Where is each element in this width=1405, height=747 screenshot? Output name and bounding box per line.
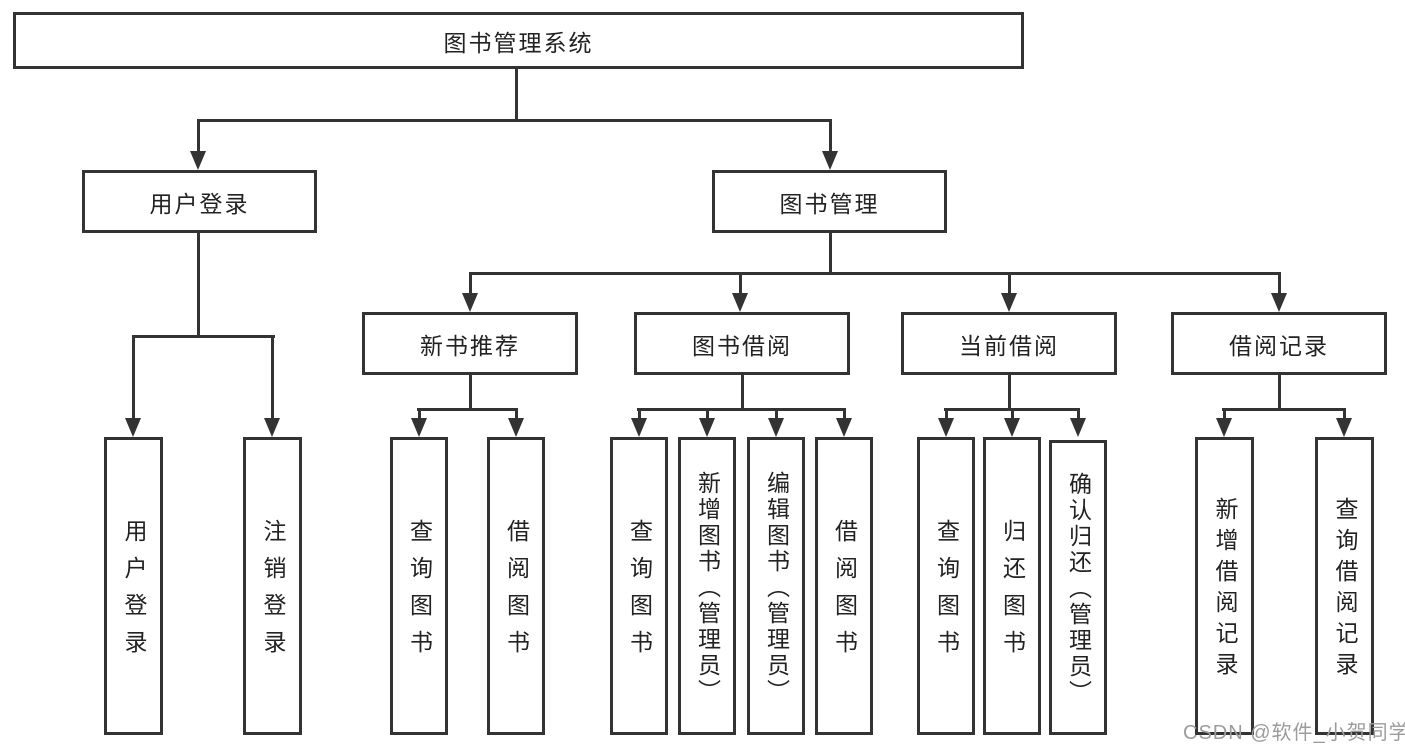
arrowhead-cb-confirm-icon <box>1070 418 1086 437</box>
leaf-user-login: 用户登录 <box>104 437 163 735</box>
leaf-current-confirm-return-admin: 确认归还（管理员） <box>1049 440 1107 735</box>
leaf-current-return-books: 归还图书 <box>983 437 1041 735</box>
arrowhead-br-add-icon <box>1216 418 1232 437</box>
arrowhead-cb-return-icon <box>1004 418 1020 437</box>
connector-drop-cb-query <box>945 408 948 420</box>
connector-book-management-branch <box>469 272 1281 275</box>
arrowhead-bb-edit-icon <box>768 418 784 437</box>
leaf-borrow-edit-books-admin: 编辑图书（管理员） <box>747 437 805 735</box>
watermark: CSDN @软件_小贺同学 <box>1183 722 1405 744</box>
connector-user-login-branch <box>132 335 275 338</box>
node-user-login-label: 用户登录 <box>149 190 250 217</box>
arrowhead-leaf-user-login-icon <box>125 418 141 437</box>
node-current-borrowing: 当前借阅 <box>901 312 1117 375</box>
node-user-login: 用户登录 <box>82 170 317 233</box>
leaf-current-confirm-return-admin-label: 确认归还（管理员） <box>1065 472 1092 706</box>
leaf-newbook-query-books: 查询图书 <box>390 437 448 735</box>
leaf-newbook-borrow-books-label: 借阅图书 <box>503 519 530 667</box>
leaf-logout-label: 注销登录 <box>260 519 286 667</box>
arrowhead-new-book-recommend-icon <box>462 293 478 312</box>
leaf-logout: 注销登录 <box>243 437 302 735</box>
connector-new-book-stem <box>469 375 472 411</box>
leaf-borrow-edit-books-admin-label: 编辑图书（管理员） <box>763 470 790 705</box>
connector-current-borrowing-stem <box>1008 375 1011 411</box>
node-book-borrowing-label: 图书借阅 <box>692 332 792 359</box>
arrowhead-br-query-icon <box>1336 418 1352 437</box>
node-current-borrowing-label: 当前借阅 <box>959 332 1059 359</box>
connector-book-management-stem <box>829 233 832 275</box>
connector-new-book-branch <box>417 408 518 411</box>
connector-drop-book-management <box>829 119 832 152</box>
connector-drop-new-book-recommend <box>469 272 472 297</box>
connector-book-borrowing-stem <box>741 375 744 411</box>
node-library-system: 图书管理系统 <box>13 12 1024 69</box>
connector-drop-bb-query <box>638 408 641 420</box>
connector-borrowing-records-stem <box>1278 375 1281 411</box>
connector-drop-book-borrowing <box>739 272 742 297</box>
node-new-book-recommend: 新书推荐 <box>362 312 578 375</box>
connector-drop-cb-return <box>1011 408 1014 420</box>
arrowhead-leaf-logout-icon <box>264 418 280 437</box>
connector-drop-br-add <box>1223 408 1226 420</box>
leaf-records-query-record-label: 查询借阅记录 <box>1332 497 1358 683</box>
node-borrowing-records-label: 借阅记录 <box>1229 332 1329 359</box>
arrowhead-book-borrowing-icon <box>732 293 748 312</box>
arrowhead-user-login-icon <box>190 151 206 170</box>
leaf-borrow-borrow-books: 借阅图书 <box>815 437 873 735</box>
connector-drop-bb-add <box>706 408 709 420</box>
leaf-current-query-books-label: 查询图书 <box>933 519 960 667</box>
leaf-records-add-record-label: 新增借阅记录 <box>1212 497 1238 683</box>
connector-book-borrowing-branch <box>637 408 846 411</box>
arrowhead-book-management-icon <box>822 151 838 170</box>
arrowhead-bb-add-icon <box>699 418 715 437</box>
leaf-borrow-query-books: 查询图书 <box>610 437 668 735</box>
connector-drop-current-borrowing <box>1008 272 1011 297</box>
leaf-current-return-books-label: 归还图书 <box>999 519 1026 667</box>
node-new-book-recommend-label: 新书推荐 <box>420 332 520 359</box>
connector-drop-cb-confirm <box>1077 408 1080 420</box>
leaf-borrow-add-books-admin-label: 新增图书（管理员） <box>694 470 721 705</box>
connector-drop-bb-edit <box>775 408 778 420</box>
arrowhead-cb-query-icon <box>938 418 954 437</box>
leaf-records-add-record: 新增借阅记录 <box>1195 437 1254 735</box>
leaf-user-login-label: 用户登录 <box>121 519 147 667</box>
node-library-system-label: 图书管理系统 <box>443 29 594 56</box>
leaf-current-query-books: 查询图书 <box>917 437 975 735</box>
connector-drop-bb-borrow <box>843 408 846 420</box>
connector-drop-br-query <box>1343 408 1346 420</box>
connector-borrowing-records-branch <box>1222 408 1346 411</box>
leaf-newbook-borrow-books: 借阅图书 <box>487 437 545 735</box>
connector-drop-user-login <box>197 119 200 152</box>
connector-drop-leaf-logout <box>271 335 274 419</box>
arrowhead-borrowing-records-icon <box>1271 293 1287 312</box>
connector-drop-leaf-user-login <box>132 335 135 419</box>
leaf-borrow-add-books-admin: 新增图书（管理员） <box>678 437 736 735</box>
connector-drop-nb-query <box>418 408 421 420</box>
node-book-management: 图书管理 <box>712 170 947 233</box>
connector-root-stem <box>515 69 518 122</box>
connector-user-login-stem <box>197 233 200 338</box>
connector-drop-borrowing-records <box>1278 272 1281 297</box>
leaf-newbook-query-books-label: 查询图书 <box>406 519 433 667</box>
arrowhead-nb-borrow-icon <box>508 418 524 437</box>
arrowhead-bb-query-icon <box>631 418 647 437</box>
node-book-borrowing: 图书借阅 <box>634 312 850 375</box>
arrowhead-current-borrowing-icon <box>1001 293 1017 312</box>
leaf-borrow-query-books-label: 查询图书 <box>626 519 653 667</box>
arrowhead-bb-borrow-icon <box>836 418 852 437</box>
leaf-borrow-borrow-books-label: 借阅图书 <box>831 519 858 667</box>
node-book-management-label: 图书管理 <box>779 190 880 217</box>
leaf-records-query-record: 查询借阅记录 <box>1315 437 1374 735</box>
connector-root-branch <box>197 119 831 122</box>
arrowhead-nb-query-icon <box>411 418 427 437</box>
connector-drop-nb-borrow <box>515 408 518 420</box>
node-borrowing-records: 借阅记录 <box>1171 312 1387 375</box>
